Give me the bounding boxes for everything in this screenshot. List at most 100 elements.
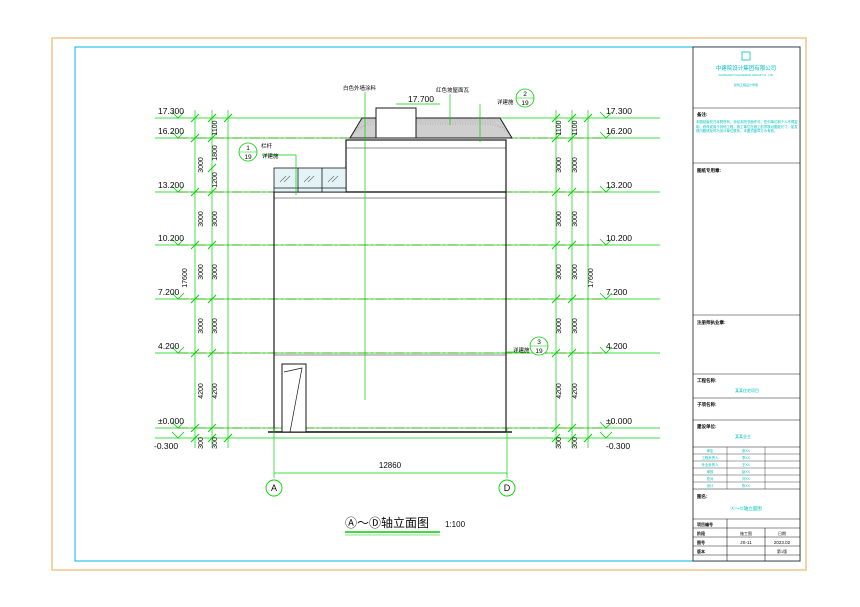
- callout-text: 栏杆: [261, 142, 273, 150]
- sig-name: 赵XX: [742, 469, 751, 474]
- meta-value: 施工图: [740, 530, 752, 536]
- dim-text: 1800: [212, 145, 219, 161]
- note-roof-finish: 红色坡屋面瓦: [436, 86, 470, 94]
- axis-bubble-d: [498, 479, 516, 497]
- approval-stamp-label: 注册师执业章:: [697, 319, 726, 326]
- dim-text: 4200: [212, 383, 219, 399]
- total-height-dim: 17600: [588, 268, 595, 288]
- level-label: 17.300: [158, 106, 184, 116]
- balcony-railing: [273, 167, 347, 193]
- left-dimension-lines: [194, 110, 229, 448]
- meta-label: 版本: [696, 548, 705, 554]
- dim-text: 300: [556, 437, 563, 449]
- callout-num: 3: [537, 339, 541, 346]
- reg-stamp-label: 图纸专用章:: [697, 167, 721, 174]
- notes-label: 备注:: [696, 111, 708, 118]
- building-outline: [268, 139, 512, 433]
- callout-circle-2: [515, 88, 535, 108]
- level-label: -0.300: [154, 441, 178, 451]
- level-label: 7.200: [606, 287, 628, 297]
- dim-text: 3000: [572, 157, 579, 173]
- level-label: 7.200: [158, 287, 180, 297]
- dim-text: 3000: [572, 211, 579, 227]
- drawing-name-label: 图名:: [697, 493, 708, 500]
- meta-value: JS-11: [740, 540, 752, 545]
- dim-text: 3000: [212, 318, 219, 334]
- left-tick-marks: [190, 113, 233, 443]
- dim-text: 3000: [572, 318, 579, 334]
- meta-value: 2023.02: [774, 540, 791, 545]
- level-label: ±0.000: [606, 416, 632, 426]
- sig-name: 李XX: [742, 455, 751, 460]
- callout-circle-3: [529, 336, 549, 356]
- company-logo: [741, 51, 751, 61]
- meta-label: 图号: [697, 539, 705, 545]
- title-block: [692, 46, 801, 562]
- dim-text: 3000: [556, 211, 563, 227]
- sig-name: 刘XX: [742, 476, 751, 481]
- project-label: 工程名称:: [697, 377, 717, 384]
- level-label: 10.200: [158, 233, 184, 243]
- dim-text: 3000: [556, 318, 563, 334]
- callout-text: 详建施: [513, 346, 530, 354]
- level-label: 10.200: [606, 233, 632, 243]
- dim-text: 4200: [572, 383, 579, 399]
- level-label: 17.300: [606, 106, 632, 116]
- dim-text: 3000: [198, 157, 205, 173]
- client-name: 某某业主: [735, 433, 751, 439]
- door: [281, 363, 307, 433]
- dim-text: 1200: [212, 172, 219, 188]
- sig-name: 王XX: [742, 463, 751, 467]
- dim-text: 4200: [198, 383, 205, 399]
- notes-body: 本图纸版权归本院所有，未经本院书面许可，任何单位和个人不得复制、修改或用于其他工…: [696, 120, 798, 134]
- callout-sheet: 19: [521, 100, 529, 107]
- dim-text: 300: [572, 437, 579, 449]
- dim-text: 3000: [572, 264, 579, 280]
- level-label: -0.300: [606, 441, 630, 451]
- sig-role: 校对: [707, 476, 714, 481]
- dim-text: 3000: [212, 264, 219, 280]
- level-label: ±0.000: [158, 416, 184, 426]
- axis-label-d: D: [504, 483, 511, 493]
- sub-label: 子项名称:: [697, 401, 717, 408]
- meta-label: 项目编号: [697, 521, 713, 527]
- callout-text: 详建施: [262, 152, 279, 160]
- meta-label: 阶段: [697, 530, 705, 536]
- drawing-scale: 1:100: [445, 520, 466, 529]
- dim-text: 3000: [198, 264, 205, 280]
- dim-text: 3000: [556, 264, 563, 280]
- level-label: 13.200: [158, 180, 184, 190]
- project-name: 某某住宅项目: [735, 387, 759, 393]
- right-tick-marks: [551, 113, 593, 443]
- axis-bubble-a: [265, 479, 283, 497]
- cert-line: 建筑工程设计甲级: [734, 82, 758, 87]
- dim-text: 3000: [198, 211, 205, 227]
- level-label: 16.200: [606, 126, 632, 136]
- callout-num: 2: [523, 91, 527, 98]
- company-name: 中建院设计集团有限公司: [716, 64, 777, 72]
- note-wall-finish: 白色外墙涂料: [343, 84, 377, 92]
- level-label: 13.200: [606, 180, 632, 190]
- overall-width-dim: 12860: [379, 461, 402, 470]
- level-label: 16.200: [158, 126, 184, 136]
- dim-text: 4200: [556, 383, 563, 399]
- axis-label-a: A: [271, 483, 277, 493]
- sig-role: 审定: [707, 448, 714, 453]
- sig-role: 专业负责人: [702, 462, 720, 467]
- callout-sheet: 19: [535, 348, 543, 355]
- callout-circle-1: [238, 142, 258, 162]
- dim-text: 1100: [556, 120, 563, 135]
- client-label: 建设单位:: [696, 423, 717, 430]
- roof: [349, 107, 513, 139]
- dim-text: 3000: [556, 157, 563, 173]
- right-dimension-lines: [555, 110, 589, 448]
- callout-sheet: 19: [244, 154, 252, 161]
- total-height-dim: 17600: [182, 268, 189, 288]
- sig-role: 工程负责人: [702, 455, 720, 460]
- level-lines: [155, 117, 660, 474]
- sig-role: 审核: [707, 469, 714, 474]
- drawing-title: Ⓐ～Ⓓ轴立面图: [345, 515, 429, 530]
- meta-value: 第1版: [777, 548, 787, 554]
- dim-text: 3000: [212, 211, 219, 227]
